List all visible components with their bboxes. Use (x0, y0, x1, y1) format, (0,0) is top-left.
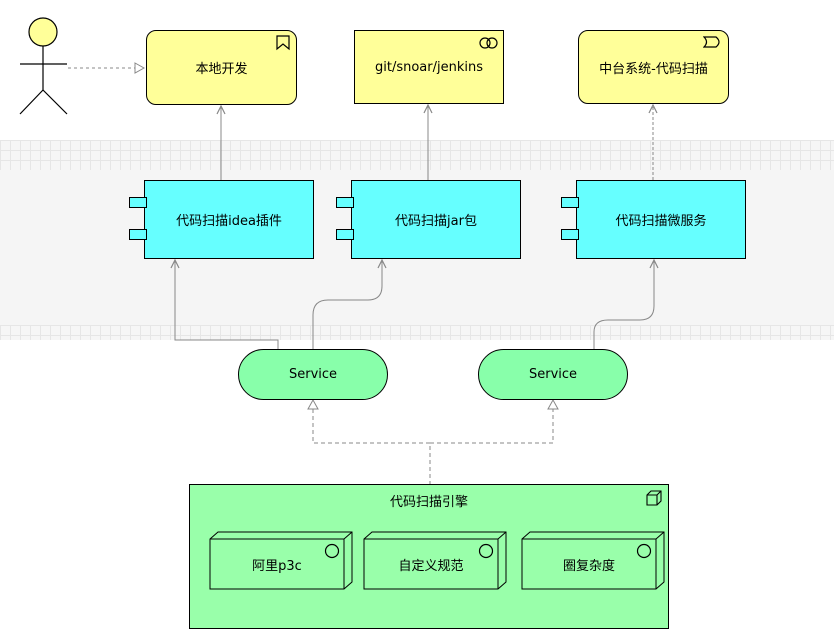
p3c-label: 阿里p3c (252, 558, 302, 574)
jar-label: 代码扫描jar包 (395, 214, 477, 229)
system-software-icon (324, 543, 340, 559)
business-interaction-git[interactable]: git/snoar/jenkins (354, 30, 504, 104)
component-microservice[interactable]: 代码扫描微服务 (576, 180, 746, 259)
layer-separator-top (0, 140, 834, 170)
system-software-icon (478, 543, 494, 559)
service-right-label: Service (528, 367, 578, 382)
edge-service-left-to-jar (312, 260, 382, 350)
component-idea-plugin[interactable]: 代码扫描idea插件 (144, 180, 314, 259)
layer-separator-bottom (0, 325, 834, 340)
component-tab-icon (336, 197, 354, 208)
technology-service-right[interactable]: Service (478, 349, 628, 400)
component-tab-icon (561, 197, 579, 208)
edge-engine-to-service-left (307, 398, 431, 485)
edge-service-right-to-microservice (593, 260, 654, 350)
system-software-complexity-shape (521, 531, 665, 590)
component-tab-icon (129, 229, 147, 240)
engine-label: 代码扫描引擎 (389, 495, 468, 510)
bookmark-icon (276, 35, 290, 51)
component-tab-icon (129, 197, 147, 208)
system-software-p3c-shape (209, 531, 353, 590)
idea-plugin-label: 代码扫描idea插件 (176, 214, 282, 229)
component-tab-icon (336, 229, 354, 240)
component-tab-icon (561, 229, 579, 240)
business-event-platform[interactable]: 中台系统-代码扫描 (578, 30, 729, 104)
service-left-label: Service (288, 367, 338, 382)
git-label: git/snoar/jenkins (375, 59, 483, 75)
system-software-complexity[interactable]: 圈复杂度 (522, 539, 656, 589)
custom-rules-label: 自定义规范 (398, 558, 464, 574)
node-cube-icon (646, 490, 662, 506)
system-software-custom-rules-shape (363, 531, 507, 590)
edge-service-left-to-idea (175, 260, 279, 350)
system-software-p3c[interactable]: 阿里p3c (210, 539, 344, 589)
edge-engine-to-service-right (430, 398, 559, 444)
microservice-label: 代码扫描微服务 (615, 214, 707, 229)
event-icon (703, 36, 720, 48)
actor-icon (19, 17, 68, 115)
system-software-icon (636, 543, 652, 559)
complexity-label: 圈复杂度 (562, 558, 615, 574)
interaction-circles-icon (479, 37, 498, 49)
business-process-local-dev[interactable]: 本地开发 (146, 30, 297, 105)
technology-service-left[interactable]: Service (238, 349, 388, 400)
component-jar[interactable]: 代码扫描jar包 (351, 180, 521, 259)
local-dev-label: 本地开发 (195, 62, 248, 77)
platform-label: 中台系统-代码扫描 (599, 61, 708, 77)
system-software-custom-rules[interactable]: 自定义规范 (364, 539, 498, 589)
